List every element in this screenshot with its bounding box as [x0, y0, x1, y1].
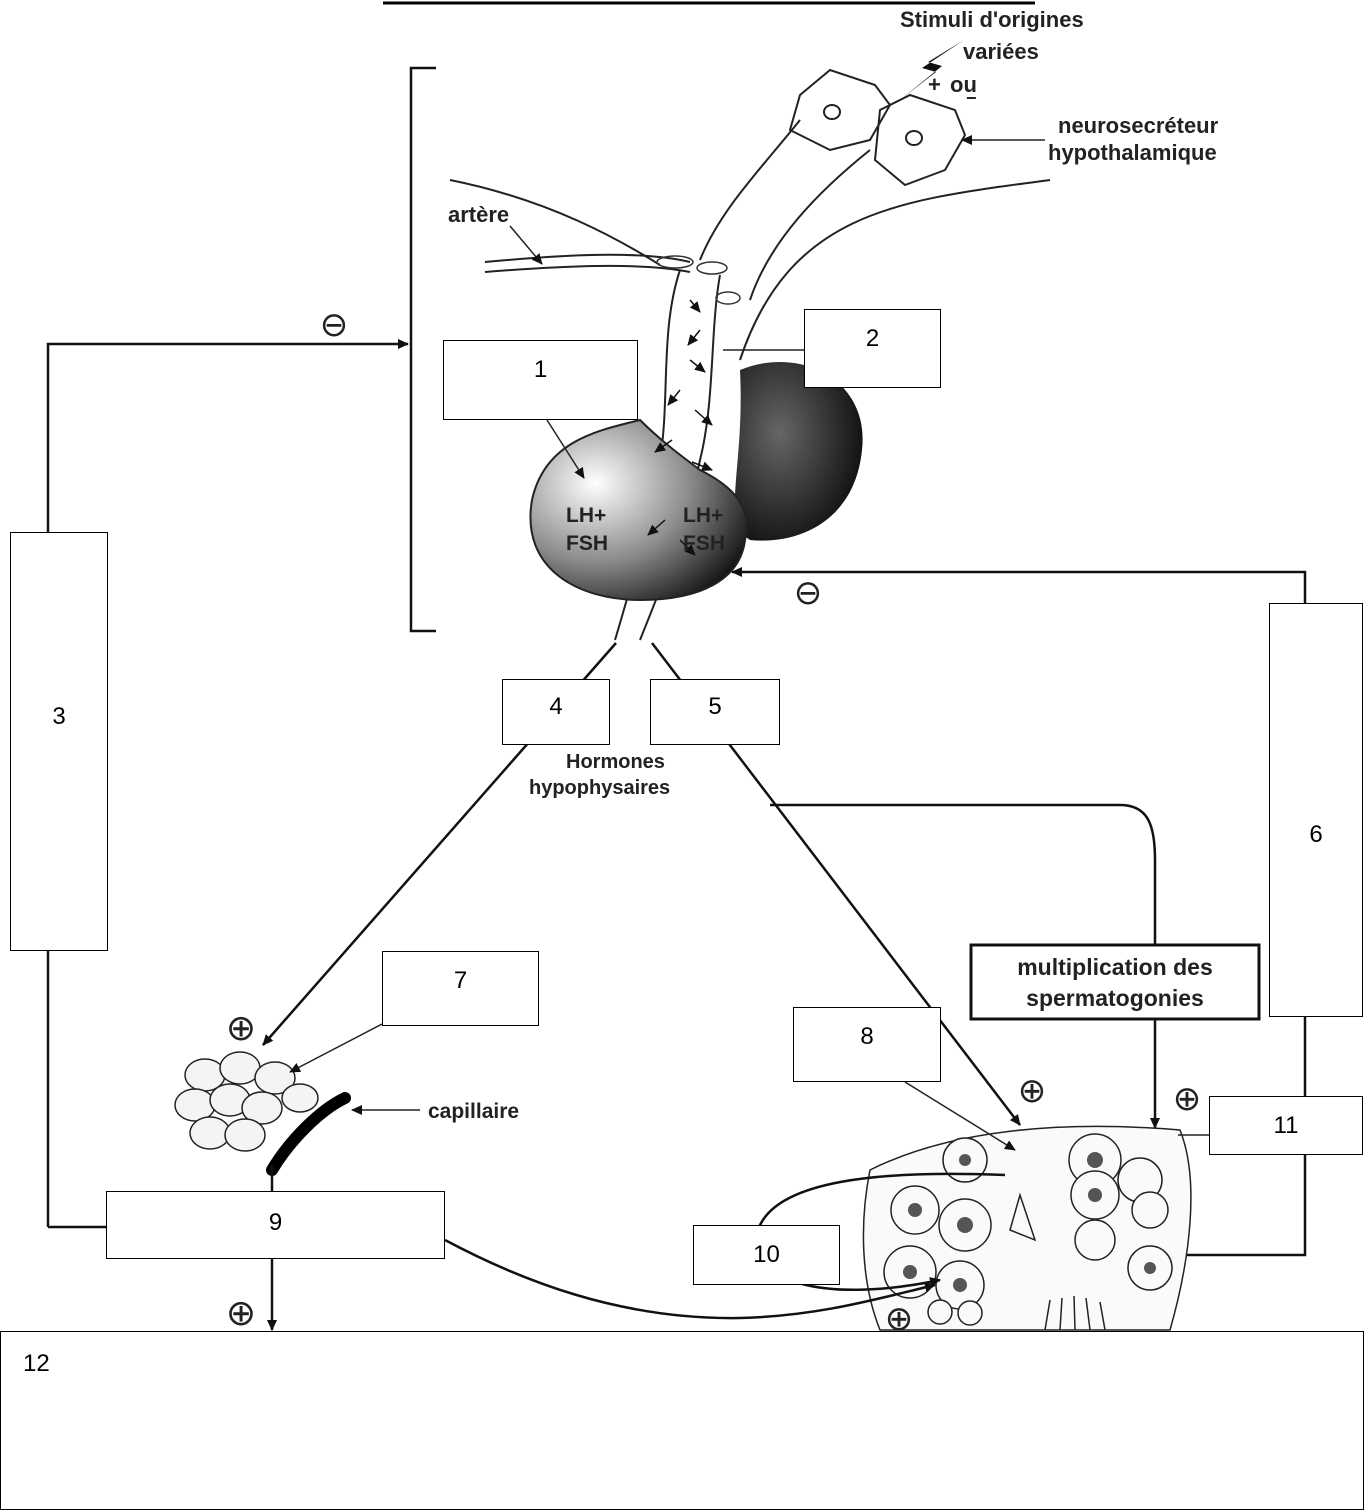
box-number-4: 4 — [549, 693, 563, 720]
fsh-label-right: FSH — [683, 532, 725, 555]
box-number-5: 5 — [708, 693, 722, 720]
bracket — [409, 66, 436, 633]
neurosecreteur-label-line1: neurosecréteur — [1058, 113, 1219, 138]
tubule-nuclei — [903, 1152, 1156, 1292]
lightning-icon — [900, 40, 964, 100]
hormones-label-line1: Hormones — [566, 751, 665, 773]
inhibition-symbol-right: ⊖ — [794, 573, 823, 613]
stimulation-symbol-tubule-left: ⊕ — [1018, 1071, 1047, 1111]
minus-sign: − — [966, 88, 977, 108]
neuron-left — [788, 68, 892, 152]
box-number-7: 7 — [453, 967, 468, 994]
artery — [449, 179, 691, 273]
spermatozoa-tails — [1044, 1295, 1106, 1331]
artere-label: artère — [448, 202, 509, 227]
box7-pointer — [289, 1023, 383, 1073]
answer-box-3[interactable]: 3 — [10, 532, 108, 951]
answer-box-10[interactable]: 10 — [693, 1225, 840, 1285]
answer-box-8[interactable]: 8 — [793, 1007, 941, 1082]
box-number-3: 3 — [52, 702, 66, 730]
stalk-secretion-arrows — [647, 299, 713, 556]
answer-box-9[interactable]: 9 — [106, 1191, 445, 1259]
box-number-6: 6 — [1309, 821, 1323, 848]
posterior-pituitary — [734, 361, 863, 541]
capillaire-label: capillaire — [428, 1100, 519, 1123]
stimuli-label-line1: Stimuli d'origines — [900, 7, 1084, 32]
answer-box-7[interactable]: 7 — [382, 951, 539, 1026]
box-number-12: 12 — [23, 1350, 50, 1377]
multiplication-label-line1: multiplication des — [1017, 954, 1213, 980]
capillary-vessel — [266, 1092, 351, 1176]
answer-box-1[interactable]: 1 — [443, 340, 638, 420]
answer-box-6[interactable]: 6 — [1269, 603, 1363, 1017]
fsh-line-to-spermatogonia — [770, 803, 1157, 945]
answer-box-12[interactable]: 12 — [0, 1331, 1364, 1510]
artere-pointer — [509, 225, 543, 265]
lh-label-right: LH+ — [683, 504, 723, 527]
box1-pointer — [546, 419, 585, 479]
box-number-11: 11 — [1273, 1111, 1299, 1139]
box-number-10: 10 — [753, 1241, 780, 1268]
box8-pointer — [904, 1081, 1016, 1151]
spermatogonia-box — [969, 943, 1261, 1021]
box-number-8: 8 — [860, 1023, 874, 1050]
answer-box-5[interactable]: 5 — [650, 679, 780, 745]
stimuli-label-line2: variées — [963, 39, 1039, 64]
stimulation-symbol-leydig: ⊕ — [226, 1008, 256, 1049]
lh-label-left: LH+ — [566, 504, 606, 527]
neuron-right — [873, 93, 967, 187]
plus-sign: + — [928, 72, 941, 97]
answer-box-4[interactable]: 4 — [502, 679, 610, 745]
fsh-label-left: FSH — [566, 532, 608, 555]
portal-capillaries — [656, 255, 741, 305]
inhibition-symbol-top: ⊖ — [320, 305, 349, 345]
stimulation-symbol-tubule-right: ⊕ — [1173, 1079, 1202, 1119]
box-number-2: 2 — [865, 324, 880, 352]
leydig-cell-cluster — [174, 1051, 319, 1152]
box-number-1: 1 — [533, 356, 548, 383]
neurosecreteur-label-line2: hypothalamique — [1048, 140, 1217, 165]
answer-box-2[interactable]: 2 — [804, 309, 941, 388]
multiplication-label-line2: spermatogonies — [1026, 985, 1204, 1011]
testosterone-to-tubule-line — [444, 1238, 936, 1320]
box-number-9: 9 — [268, 1208, 283, 1236]
stimulation-symbol-bottom: ⊕ — [226, 1293, 256, 1334]
hormones-label-line2: hypophysaires — [529, 777, 670, 799]
answer-box-11[interactable]: 11 — [1209, 1096, 1363, 1155]
ou-label: ou — [950, 72, 977, 97]
